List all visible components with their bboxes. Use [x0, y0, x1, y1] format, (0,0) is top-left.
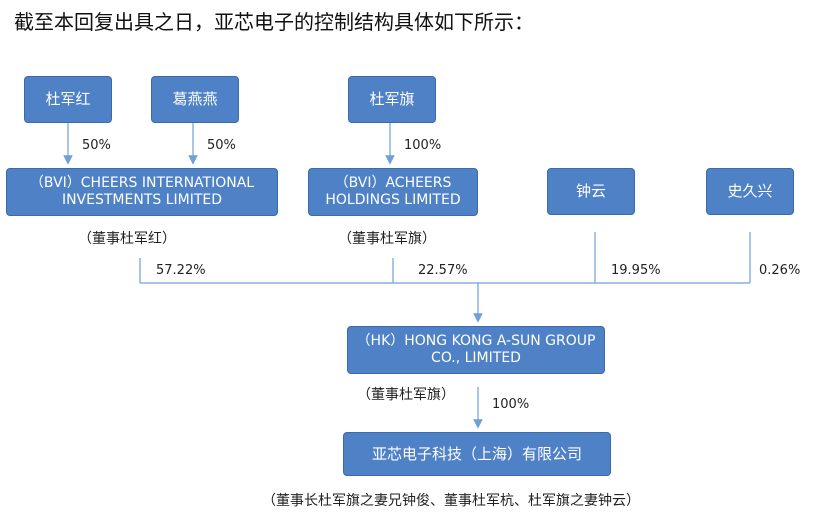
pct-acheers-hk: 22.57%	[418, 263, 468, 278]
note-cheers-director: （董事杜军红）	[78, 231, 176, 247]
pct-ge-yanyan-cheers: 50%	[207, 138, 236, 153]
page-title: 截至本回复出具之日，亚芯电子的控制结构具体如下所示：	[14, 10, 534, 34]
node-zhong-yun: 钟云	[547, 168, 635, 215]
node-yaxin: 亚芯电子科技（上海）有限公司	[343, 432, 611, 476]
node-cheers: （BVI）CHEERS INTERNATIONAL INVESTMENTS LI…	[6, 168, 278, 216]
note-hk-director: （董事杜军旗）	[357, 387, 455, 403]
pct-hk-yaxin: 100%	[492, 397, 530, 412]
node-hk-asun: （HK）HONG KONG A-SUN GROUP CO., LIMITED	[347, 326, 605, 374]
pct-shijiuxing-hk: 0.26%	[759, 263, 801, 278]
node-shi-jiuxing: 史久兴	[706, 168, 794, 215]
pct-zhongyun-hk: 19.95%	[611, 263, 661, 278]
pct-cheers-hk: 57.22%	[156, 263, 206, 278]
pct-du-junhong-cheers: 50%	[82, 138, 111, 153]
node-du-junhong: 杜军红	[24, 76, 112, 123]
node-du-junqi: 杜军旗	[348, 76, 436, 123]
note-acheers-director: （董事杜军旗）	[338, 231, 436, 247]
note-yaxin-directors: （董事长杜军旗之妻兄钟俊、董事杜军杭、杜军旗之妻钟云）	[262, 493, 640, 509]
pct-du-junqi-acheers: 100%	[404, 138, 442, 153]
node-acheers: （BVI）ACHEERS HOLDINGS LIMITED	[308, 168, 478, 216]
node-ge-yanyan: 葛燕燕	[151, 76, 239, 123]
